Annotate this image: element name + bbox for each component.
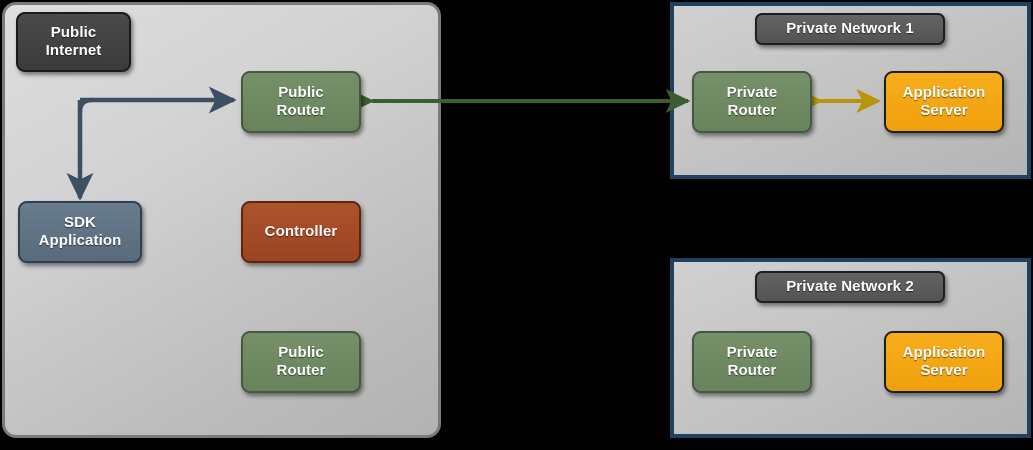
private-router-1-box[interactable]: Private Router xyxy=(692,71,812,133)
private-router-1-label: Private Router xyxy=(726,84,778,119)
application-server-1-box[interactable]: Application Server xyxy=(884,71,1004,133)
application-server-2-label: Application Server xyxy=(902,344,986,379)
controller-box[interactable]: Controller xyxy=(241,201,361,263)
public-router-top-box[interactable]: Public Router xyxy=(241,71,361,133)
private-network-1-title-label: Private Network 1 xyxy=(786,20,914,38)
private-router-2-label: Private Router xyxy=(726,344,778,379)
public-router-top-label: Public Router xyxy=(276,84,326,119)
private-router-2-box[interactable]: Private Router xyxy=(692,331,812,393)
controller-label: Controller xyxy=(264,223,338,241)
private-network-1-title: Private Network 1 xyxy=(755,13,945,45)
application-server-2-box[interactable]: Application Server xyxy=(884,331,1004,393)
public-router-bottom-box[interactable]: Public Router xyxy=(241,331,361,393)
application-server-1-label: Application Server xyxy=(902,84,986,119)
private-network-2-title: Private Network 2 xyxy=(755,271,945,303)
sdk-application-box[interactable]: SDK Application xyxy=(18,201,142,263)
public-internet-label: Public Internet xyxy=(45,24,102,59)
sdk-application-label: SDK Application xyxy=(38,214,122,249)
public-router-bottom-label: Public Router xyxy=(276,344,326,379)
private-network-2-title-label: Private Network 2 xyxy=(786,278,914,296)
public-internet-box[interactable]: Public Internet xyxy=(16,12,131,72)
